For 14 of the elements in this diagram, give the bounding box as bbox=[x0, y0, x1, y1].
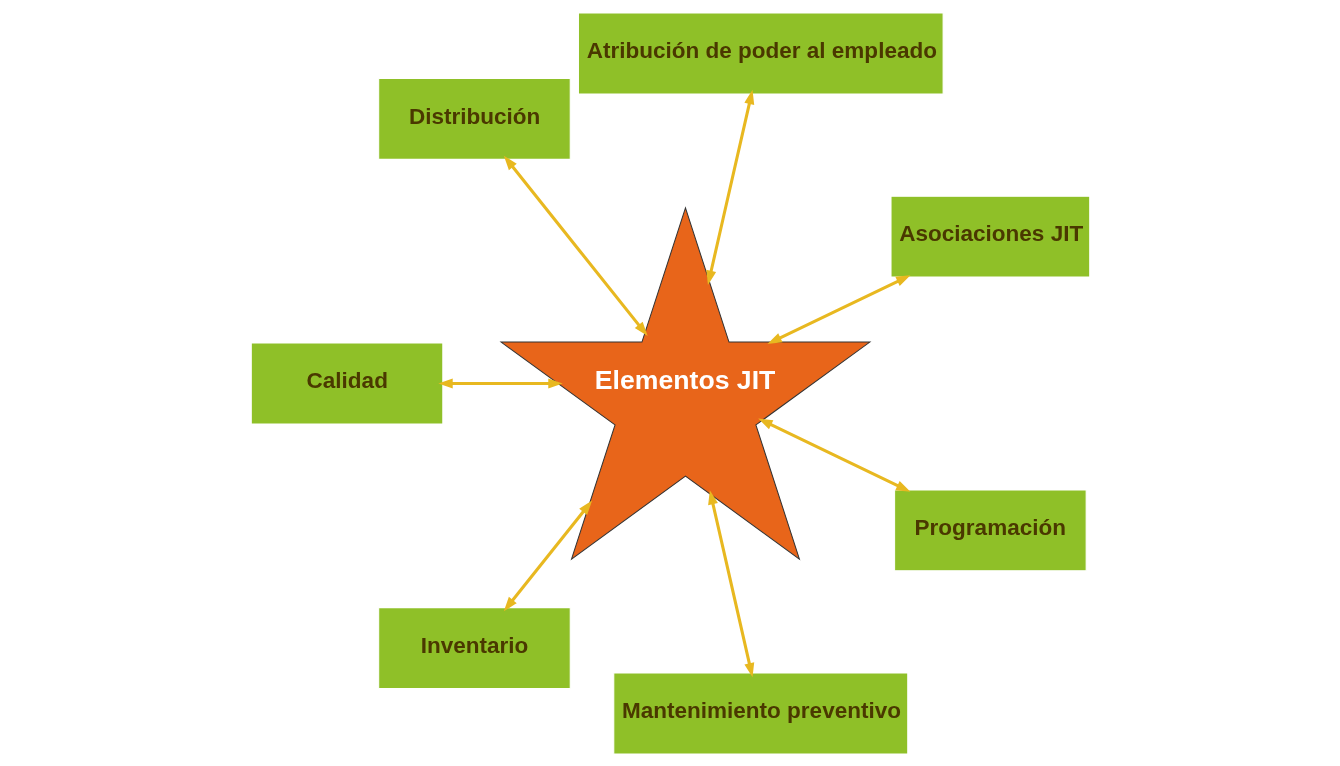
node-box: Asociaciones JIT bbox=[890, 195, 1090, 278]
arrow bbox=[757, 418, 910, 492]
node-box: Programación bbox=[893, 488, 1087, 571]
arrow bbox=[503, 500, 592, 611]
arrow bbox=[705, 89, 754, 285]
arrow bbox=[707, 489, 754, 677]
node-box: Calidad bbox=[250, 342, 443, 424]
arrow bbox=[766, 274, 910, 344]
node-box: Distribución bbox=[377, 77, 571, 160]
arrow bbox=[503, 155, 648, 336]
arrow bbox=[437, 377, 563, 389]
node-box: Mantenimiento preventivo bbox=[612, 672, 908, 754]
node-box: Atribución de poder al empleado bbox=[577, 12, 944, 95]
node-box: Inventario bbox=[377, 606, 571, 689]
